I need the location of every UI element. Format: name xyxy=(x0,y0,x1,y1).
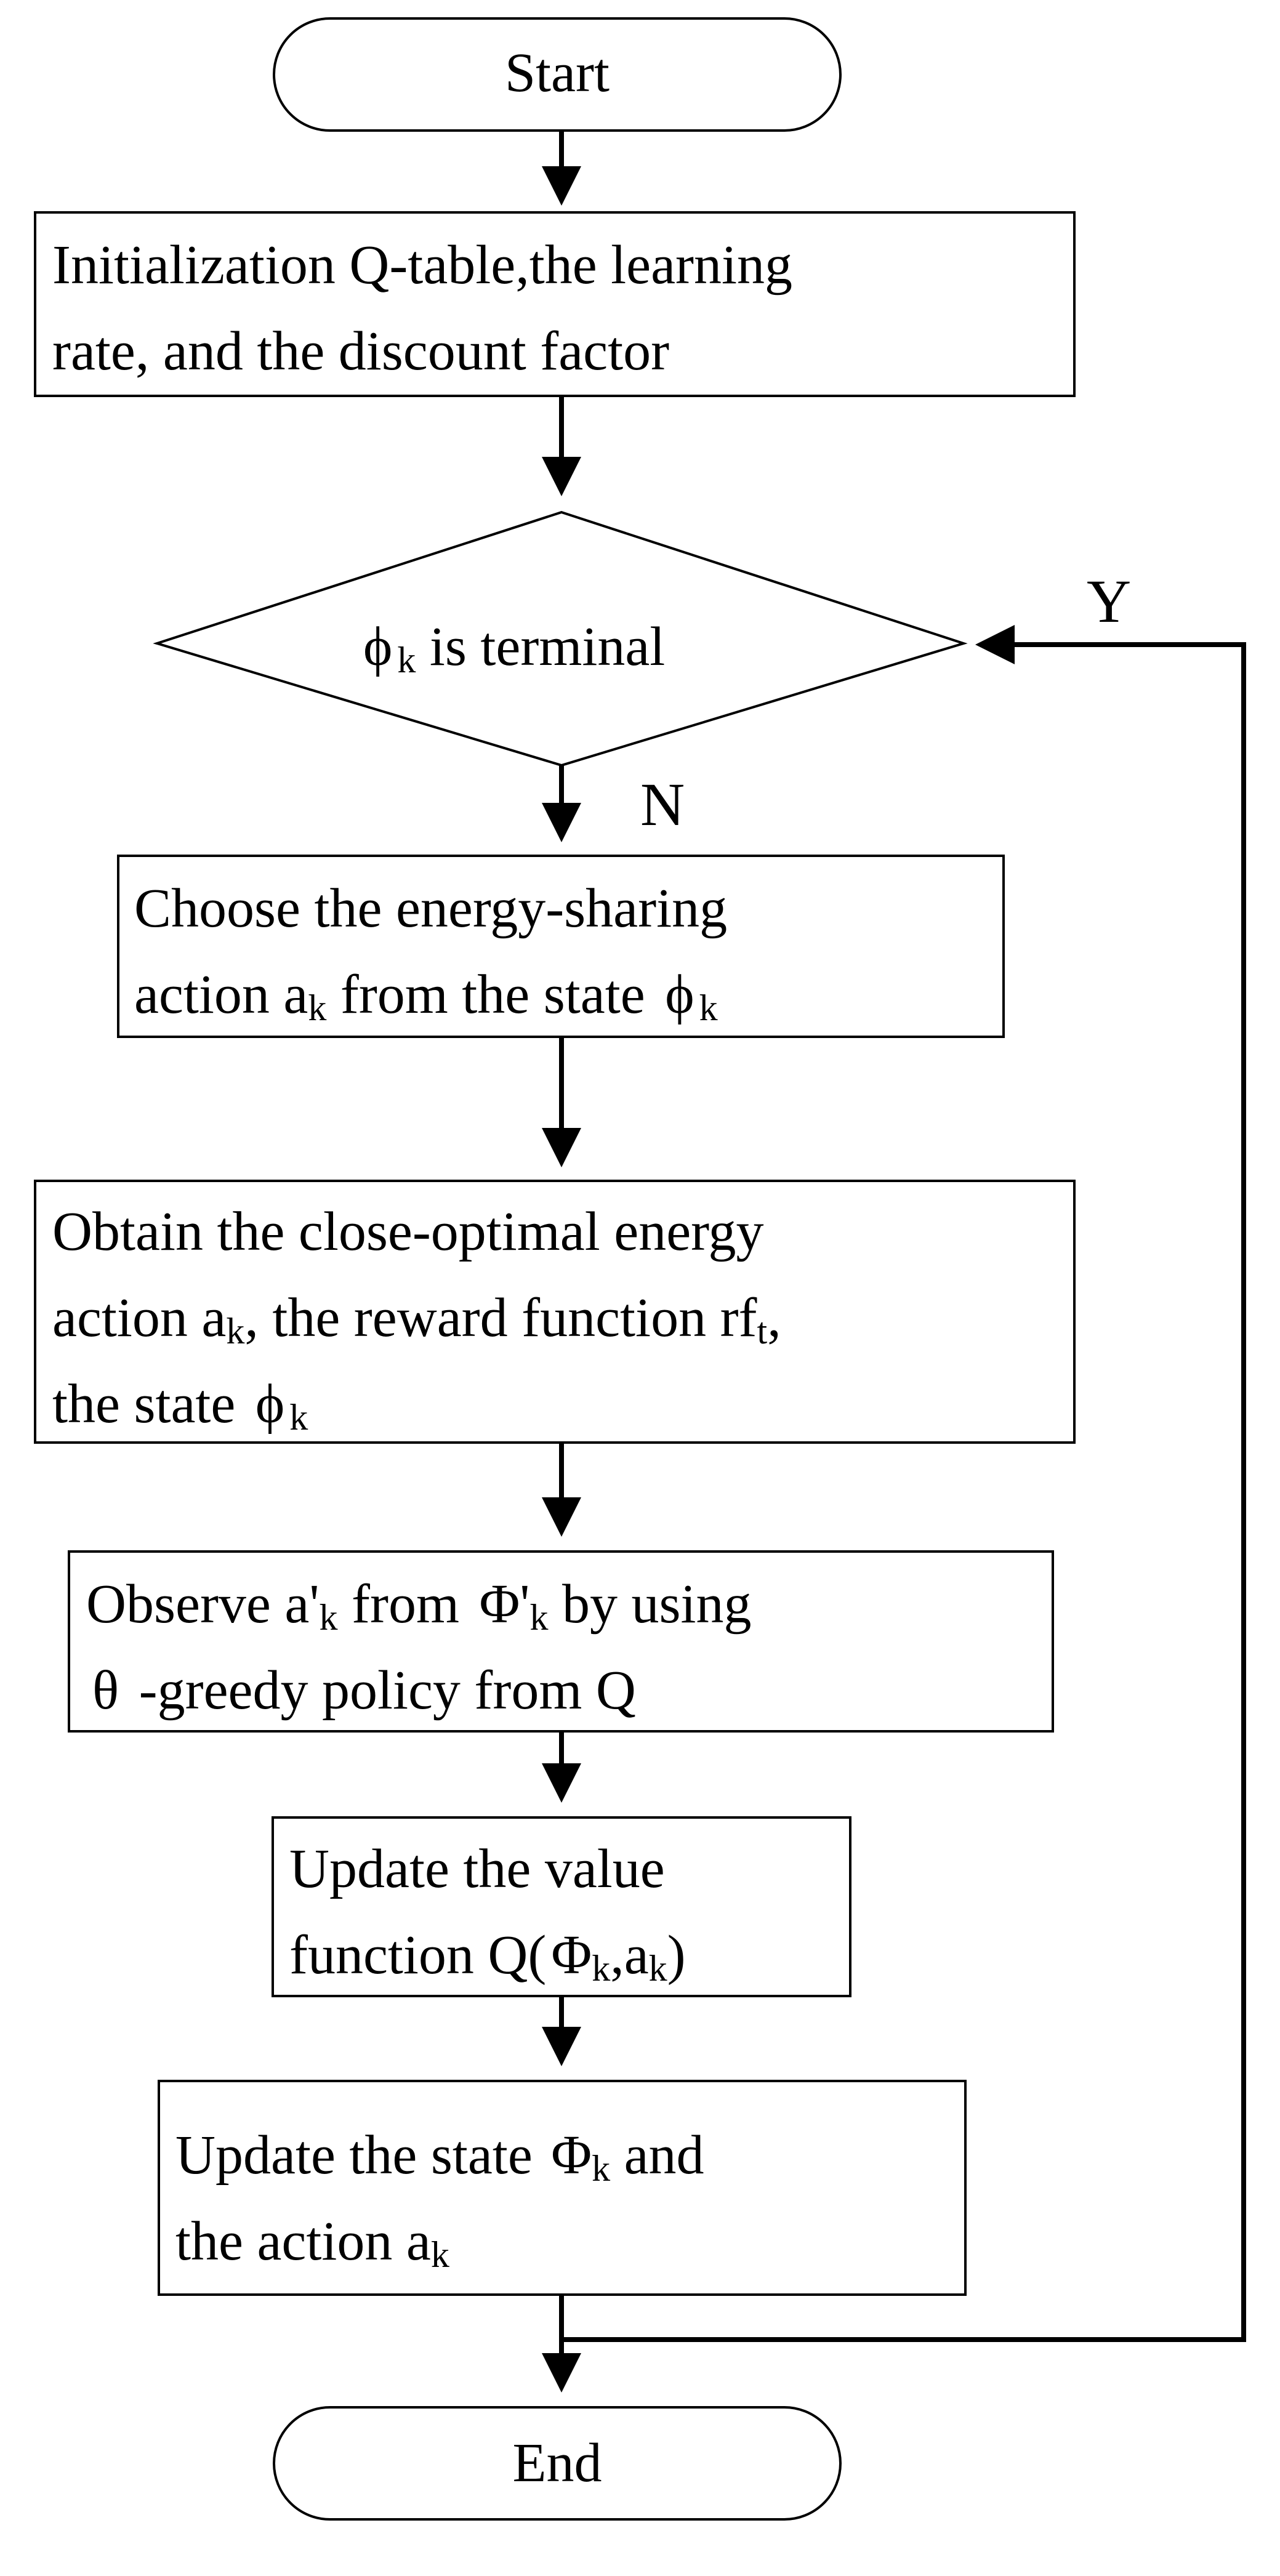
init-line-2: rate, and the discount factor xyxy=(52,321,669,382)
edge-label-no: N xyxy=(640,770,685,839)
choose-action-box: Choose the energy-sharing action ak from… xyxy=(117,855,1005,1038)
update-state-line-1: Update the state Φk and xyxy=(175,2125,704,2189)
init-line-1: Initialization Q-table,the learning xyxy=(52,235,792,296)
start-label: Start xyxy=(505,42,610,103)
obtain-line-1: Obtain the close-optimal energy xyxy=(52,1201,764,1262)
observe-line-2: θ -greedy policy from Q xyxy=(92,1660,636,1721)
obtain-line-2: action ak, the reward function rft, xyxy=(52,1287,781,1351)
end-label: End xyxy=(513,2433,602,2493)
update-value-line-2: function Q(Φk,ak) xyxy=(289,1925,686,1989)
choose-line-1: Choose the energy-sharing xyxy=(134,878,727,939)
edge-loop-back-to-decision xyxy=(562,625,1246,2342)
update-state-line-2: the action ak xyxy=(175,2211,449,2275)
end-node: End xyxy=(273,2406,842,2521)
update-state-box: Update the state Φk and the action ak xyxy=(158,2080,967,2296)
update-value-box: Update the value function Q(Φk,ak) xyxy=(272,1816,851,1997)
edge-label-yes: Y xyxy=(1087,567,1131,635)
start-node: Start xyxy=(273,17,842,132)
obtain-reward-box: Obtain the close-optimal energy action a… xyxy=(34,1180,1076,1444)
observe-policy-box: Observe a'k from Φ'k by using θ -greedy … xyxy=(68,1550,1054,1733)
observe-line-1: Observe a'k from Φ'k by using xyxy=(86,1574,752,1638)
init-process-box: Initialization Q-table,the learning rate… xyxy=(34,211,1076,397)
update-value-line-1: Update the value xyxy=(289,1838,665,1899)
